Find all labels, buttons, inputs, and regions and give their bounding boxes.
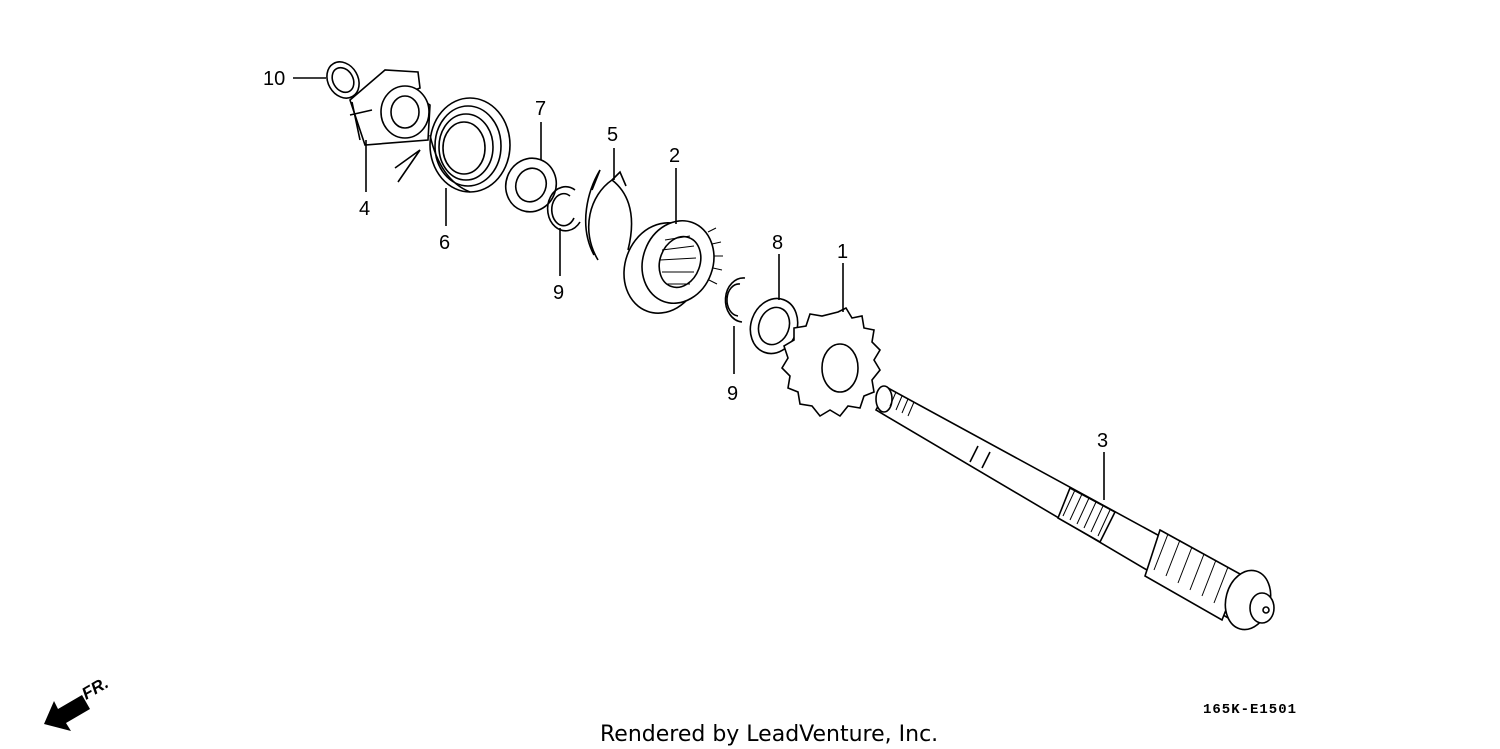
part-2-ratchet — [623, 219, 723, 314]
callout-3: 3 — [1097, 430, 1108, 452]
callout-9-upper: 9 — [553, 282, 564, 304]
callout-1: 1 — [837, 241, 848, 263]
part-9-circlip-lower — [724, 277, 746, 323]
part-1-gear — [780, 306, 882, 418]
callout-5: 5 — [607, 124, 618, 146]
callout-7: 7 — [535, 98, 546, 120]
part-4-spindle — [349, 69, 431, 146]
part-6-spring — [394, 97, 511, 193]
front-direction-arrow: FR. — [44, 673, 112, 731]
callout-2: 2 — [669, 145, 680, 167]
part-5-ratchet-spring — [584, 169, 633, 261]
part-3-spindle — [874, 385, 1275, 631]
callout-9-lower: 9 — [727, 383, 738, 405]
callout-8: 8 — [772, 232, 783, 254]
diagram-code: 165K-E1501 — [1203, 702, 1297, 718]
callout-4: 4 — [359, 198, 370, 220]
part-10-circlip — [326, 61, 360, 99]
callout-labels: 10 4 6 7 5 2 9 8 1 9 3 — [263, 68, 1108, 452]
front-arrow-icon — [44, 695, 90, 731]
part-9-circlip-upper — [546, 185, 581, 232]
credit-text: Rendered by LeadVenture, Inc. — [600, 722, 938, 747]
callout-6: 6 — [439, 232, 450, 254]
callout-10: 10 — [263, 68, 285, 90]
part-8-washer — [749, 297, 799, 355]
part-7-washer — [504, 157, 558, 213]
leader-lines — [293, 77, 1105, 500]
